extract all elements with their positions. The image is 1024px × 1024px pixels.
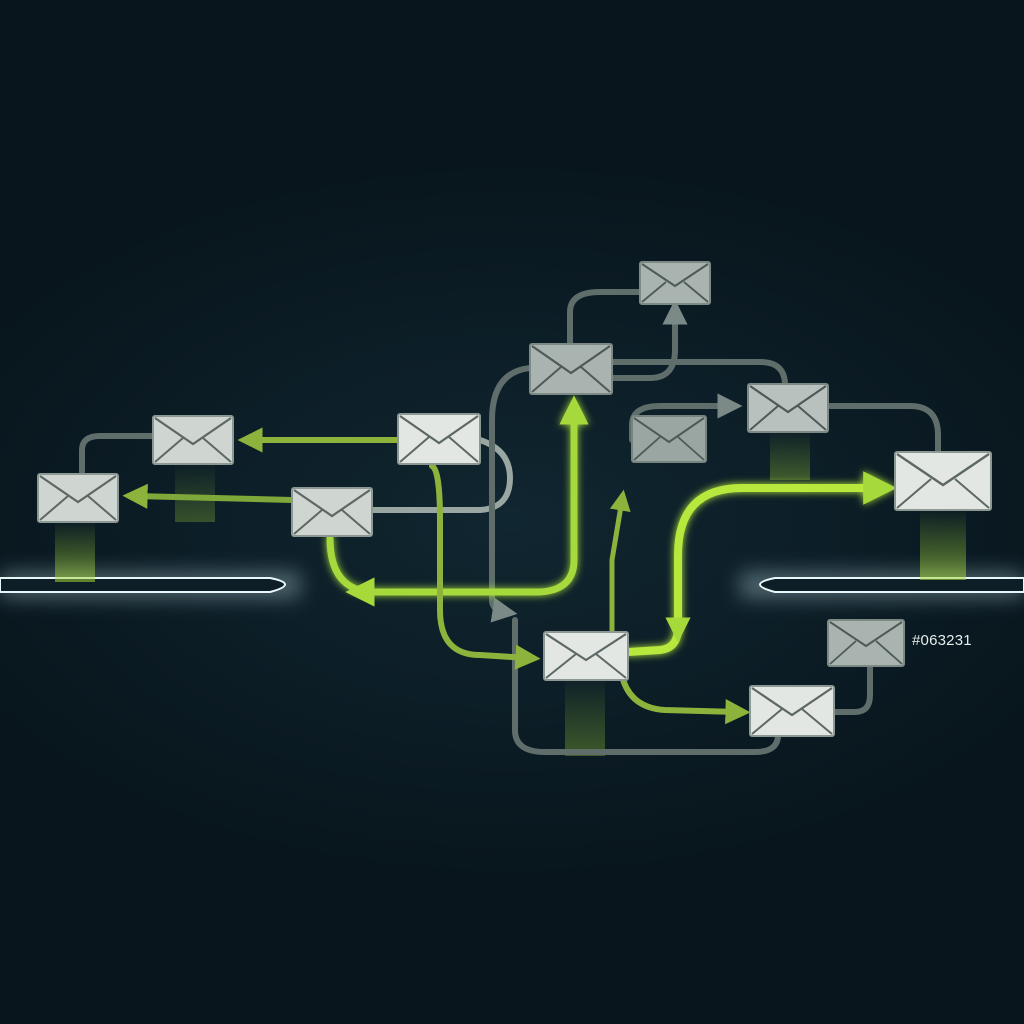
gray-path-9 (512, 617, 781, 755)
envelope-icon (894, 451, 992, 511)
envelope-icon (747, 383, 829, 433)
envelope-icon (37, 473, 119, 523)
envelopes (37, 261, 992, 737)
envelope-icon (152, 415, 234, 465)
gray-path-3 (489, 365, 533, 623)
gray-path-5 (609, 299, 688, 381)
node-beams (55, 430, 966, 756)
gray-path-1 (79, 433, 158, 475)
envelope-icon (631, 415, 707, 463)
gray-path-4 (567, 289, 643, 347)
envelope-icon (529, 343, 613, 395)
green-path-4 (429, 463, 541, 670)
envelope-icon (827, 619, 905, 667)
envelope-icon (749, 685, 835, 737)
envelope-icon (291, 487, 373, 537)
right-glow-bar (740, 572, 1024, 598)
left-glow-bar (0, 572, 300, 598)
envelope-icon (639, 261, 711, 305)
envelope-icon (397, 413, 481, 465)
gray-connectors (79, 289, 941, 755)
gray-path-10 (832, 662, 873, 715)
green-connectors (122, 395, 897, 725)
green-path-5 (609, 489, 631, 635)
green-path-6 (624, 471, 897, 656)
message-id-label: #063231 (912, 632, 972, 649)
green-path-7 (619, 673, 751, 725)
envelope-icon (543, 631, 629, 681)
gray-path-8 (827, 403, 941, 455)
gray-path-6 (609, 359, 788, 388)
green-path-2 (122, 483, 295, 509)
